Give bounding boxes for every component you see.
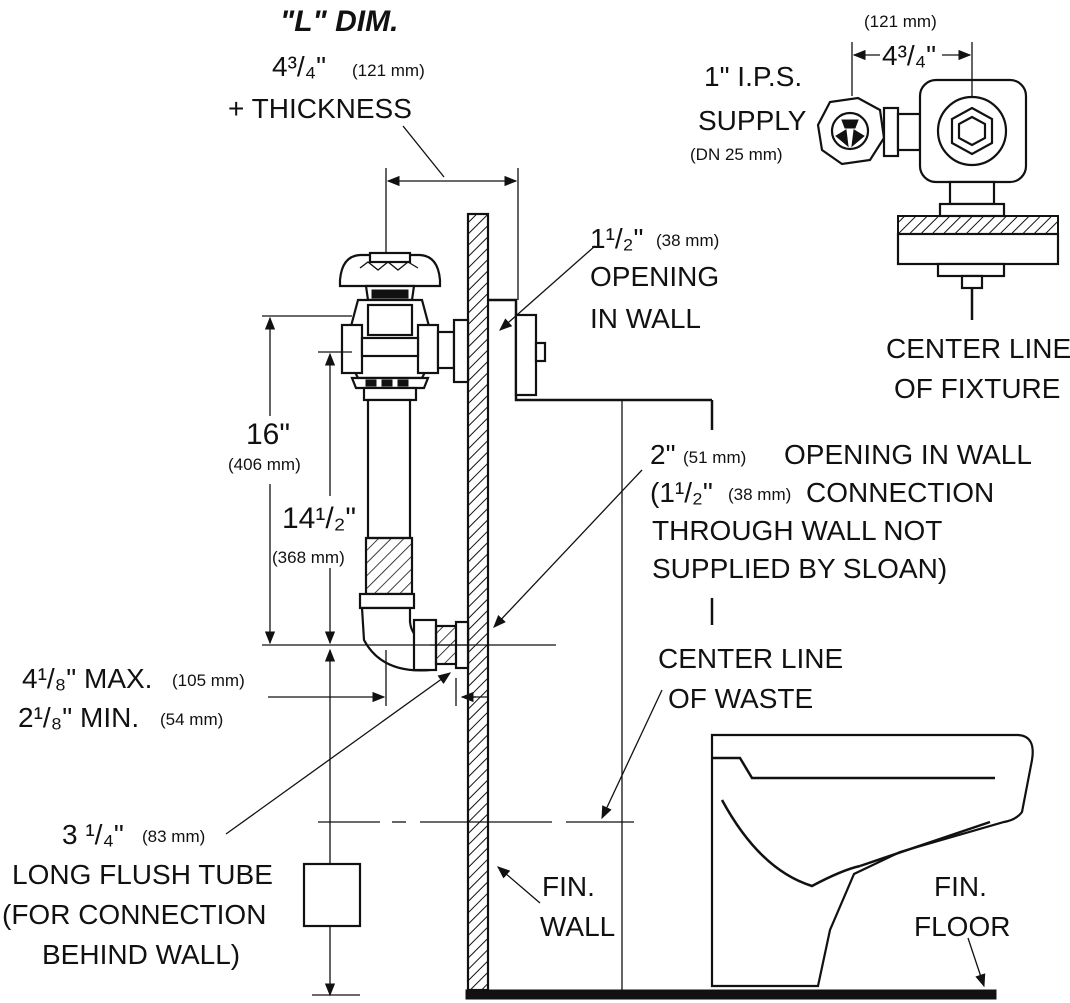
tube-line2: (FOR CONNECTION xyxy=(2,899,266,930)
supply-line1: 1" I.P.S. xyxy=(704,61,802,92)
dim-145-mm: (368 mm) xyxy=(272,548,345,567)
l-dim-value: 4³/₄" xyxy=(272,51,326,82)
opening-15-line1: OPENING xyxy=(590,261,719,292)
flush-tube-symbol xyxy=(302,862,362,928)
centerline-waste-2: OF WASTE xyxy=(668,683,813,714)
finished-wall xyxy=(466,212,490,992)
fin-floor-2: FLOOR xyxy=(914,911,1010,942)
text-labels: "L" DIM. 4³/₄" (121 mm) + THICKNESS (121… xyxy=(2,5,1070,970)
flushometer-valve xyxy=(338,251,470,672)
fin-wall-1: FIN. xyxy=(542,871,595,902)
max-mm: (105 mm) xyxy=(172,671,245,690)
supply-dn: (DN 25 mm) xyxy=(690,145,783,164)
supply-stop-detail xyxy=(816,78,1060,320)
opening-15-mm: (38 mm) xyxy=(656,231,719,250)
l-dim-thickness: + THICKNESS xyxy=(228,93,412,124)
opening-2-line3: THROUGH WALL NOT xyxy=(652,515,942,546)
opening-2-text: OPENING IN WALL xyxy=(784,439,1032,470)
opening-2-line4: SUPPLIED BY SLOAN) xyxy=(652,553,947,584)
top-right-mm: (121 mm) xyxy=(864,12,937,31)
opening-15-value: 1¹/₂" xyxy=(590,223,643,254)
fin-wall-2: WALL xyxy=(540,911,615,942)
wall-connection-bracket xyxy=(488,298,714,990)
centerline-fixture-1: CENTER LINE xyxy=(886,333,1070,364)
min-mm: (54 mm) xyxy=(160,710,223,729)
opening-15-line2: IN WALL xyxy=(590,303,701,334)
opening-2-line2a: (1¹/₂" xyxy=(650,477,713,508)
opening-2-value: 2" xyxy=(650,439,676,470)
min-value: 2¹/₈" MIN. xyxy=(18,702,139,733)
max-value: 4¹/₈" MAX. xyxy=(22,663,152,694)
dimension-lines xyxy=(225,42,986,997)
l-dim-title: "L" DIM. xyxy=(280,5,398,38)
finished-floor xyxy=(465,989,997,1000)
top-right-value: 4³/₄" xyxy=(882,40,936,71)
tube-value: 3 ¹/₄" xyxy=(62,819,124,850)
fin-floor-1: FIN. xyxy=(934,871,987,902)
l-dim-mm: (121 mm) xyxy=(352,61,425,80)
supply-line2: SUPPLY xyxy=(698,105,807,136)
centerline-waste-1: CENTER LINE xyxy=(658,643,843,674)
dim-16-mm: (406 mm) xyxy=(228,455,301,474)
tube-line3: BEHIND WALL) xyxy=(42,939,240,970)
centerline-fixture-2: OF FIXTURE xyxy=(894,373,1060,404)
opening-2-line2-mm: (38 mm) xyxy=(728,485,791,504)
opening-2-line2b: CONNECTION xyxy=(806,477,994,508)
dim-16: 16" xyxy=(246,418,290,451)
dim-145: 14¹/₂" xyxy=(282,502,356,535)
opening-2-mm: (51 mm) xyxy=(683,448,746,467)
tube-line1: LONG FLUSH TUBE xyxy=(12,859,273,890)
wall-hung-fixture xyxy=(710,733,1034,988)
tube-mm: (83 mm) xyxy=(142,827,205,846)
